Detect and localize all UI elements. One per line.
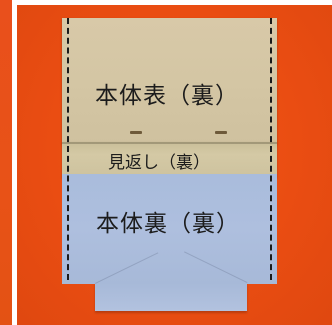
lining-fabric-label: 本体裏（裏） <box>96 211 240 237</box>
lining-bottom-flap <box>95 283 247 311</box>
stitch-line-left <box>67 18 69 280</box>
fabric-tab-right <box>215 131 227 134</box>
lining-fabric-panel <box>62 174 277 284</box>
facing-fabric-strip <box>62 142 277 178</box>
outer-fabric-panel <box>62 18 277 144</box>
left-photo-edge <box>0 0 12 325</box>
stitch-line-right <box>270 18 272 280</box>
outer-fabric-label: 本体表（裏） <box>95 83 239 109</box>
fold-line <box>62 142 277 144</box>
facing-fabric-label: 見返し（裏） <box>108 153 210 173</box>
fabric-tab-left <box>130 131 142 134</box>
